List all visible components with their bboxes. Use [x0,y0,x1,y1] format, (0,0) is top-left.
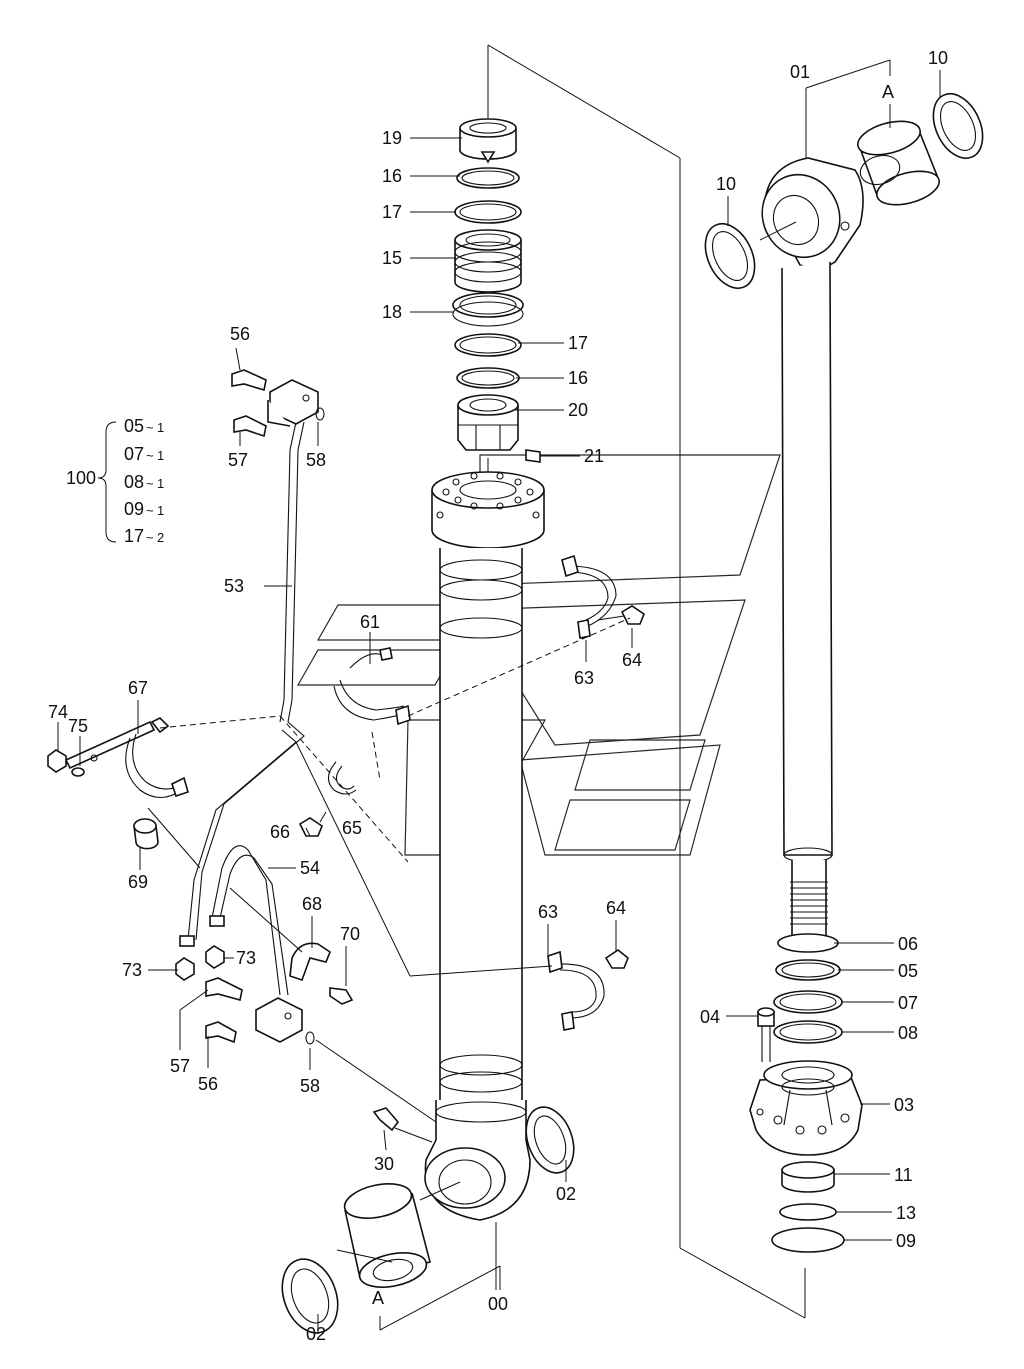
piston-rod [704,93,984,941]
kit-item-qty: 1 [157,448,164,463]
label-02-right: 02 [556,1184,576,1204]
label-58-top: 58 [306,450,326,470]
gland-seal-stack [452,118,541,500]
label-73-left: 73 [122,960,142,980]
kit-item-qty: 2 [157,530,164,545]
label-73-right: 73 [236,948,256,968]
hydraulic-piping [47,369,645,1123]
label-65: 65 [342,818,362,838]
kit-item-part: 09 [124,499,144,519]
label-64-bottom: 64 [606,898,626,918]
label-15: 15 [382,248,402,268]
kit-item-qty: 1 [157,503,164,518]
kit-item-qty: 1 [157,420,164,435]
label-21: 21 [584,446,604,466]
label-08: 08 [898,1023,918,1043]
label-16-top: 16 [382,166,402,186]
kit-item-separator: ~ [146,530,154,545]
label-56-bottom: 56 [198,1074,218,1094]
label-75: 75 [68,716,88,736]
label-70: 70 [340,924,360,944]
label-10-left: 10 [716,174,736,194]
label-53: 53 [224,576,244,596]
label-63-bottom: 63 [538,902,558,922]
kit-item-list: 05 ~ 1 07 ~ 1 08 ~ 1 09 ~ 1 17 ~ 2 [124,416,164,546]
label-66: 66 [270,822,290,842]
label-68: 68 [302,894,322,914]
label-A-bottom: A [372,1288,384,1308]
label-20: 20 [568,400,588,420]
label-06: 06 [898,934,918,954]
label-10-right: 10 [928,48,948,68]
label-69: 69 [128,872,148,892]
leader-lines [57,59,941,1334]
label-16-lower: 16 [568,368,588,388]
kit-item-qty: 1 [157,476,164,491]
label-09: 09 [896,1231,916,1251]
piston-assembly [749,933,863,1253]
kit-item-separator: ~ [146,503,154,518]
kit-item-part: 07 [124,444,144,464]
cylinder-tube [372,471,545,1221]
label-07: 07 [898,993,918,1013]
part-labels: 19 16 17 15 18 17 16 20 21 01 A 10 10 06… [48,48,948,1344]
kit-item-separator: ~ [146,448,154,463]
label-05: 05 [898,961,918,981]
label-57-top: 57 [228,450,248,470]
label-19: 19 [382,128,402,148]
label-61: 61 [360,612,380,632]
label-11: 11 [894,1165,913,1185]
label-56-top: 56 [230,324,250,344]
kit-item-part: 17 [124,526,144,546]
kit-item-part: 08 [124,472,144,492]
bottom-bushings [281,1106,575,1334]
kit-item-separator: ~ [146,420,154,435]
label-17-lower: 17 [568,333,588,353]
label-74: 74 [48,702,68,722]
label-03: 03 [894,1095,914,1115]
label-17-top: 17 [382,202,402,222]
label-30: 30 [374,1154,394,1174]
kit-item-separator: ~ [146,476,154,491]
perspective-lines [487,44,806,1319]
label-00: 00 [488,1294,508,1314]
kit-item-part: 05 [124,416,144,436]
label-67: 67 [128,678,148,698]
label-58-bottom: 58 [300,1076,320,1096]
label-54: 54 [300,858,320,878]
rod-thread [790,881,828,925]
label-64-top: 64 [622,650,642,670]
label-57-bottom: 57 [170,1056,190,1076]
label-01: 01 [790,62,810,82]
label-A-top: A [882,82,894,102]
label-13: 13 [896,1203,916,1223]
kit-number: 100 [66,468,96,488]
label-18: 18 [382,302,402,322]
label-02-bottom: 02 [306,1324,326,1344]
alignment-lines [147,617,631,1123]
label-63-top: 63 [574,668,594,688]
label-04: 04 [700,1007,720,1027]
